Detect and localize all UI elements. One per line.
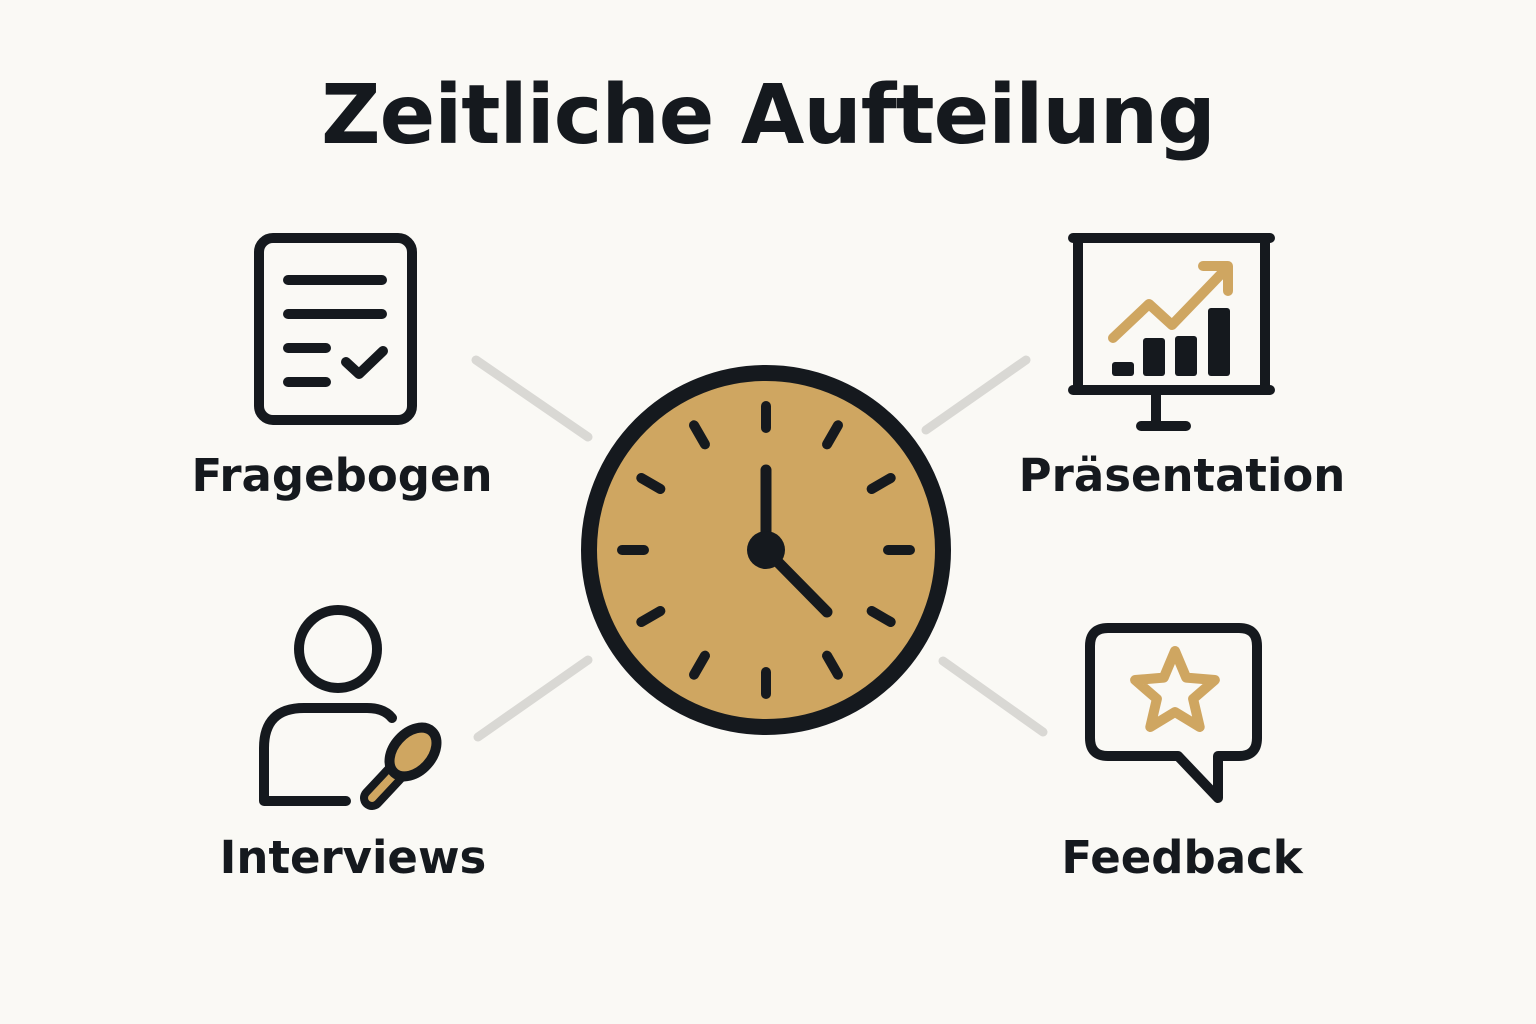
clock-tick	[866, 606, 896, 627]
connector-lines	[471, 355, 1048, 742]
clock-center-dot	[747, 531, 785, 569]
clock-ticks	[617, 401, 915, 699]
diagram-title: Zeitliche Aufteilung	[321, 68, 1216, 163]
clock-tick	[689, 650, 710, 680]
label-praesentation: Präsentation	[1018, 449, 1346, 502]
connector-fragebogen	[471, 355, 593, 442]
connector-interviews	[473, 655, 593, 742]
star-icon	[1130, 646, 1220, 732]
feedback-star-icon	[1085, 623, 1262, 803]
interview-microphone-icon	[259, 605, 442, 810]
connector-feedback	[938, 656, 1048, 737]
clock-tick	[866, 473, 896, 494]
questionnaire-icon	[254, 233, 417, 425]
clock-tick	[636, 606, 666, 627]
label-fragebogen: Fragebogen	[191, 449, 493, 502]
clock-icon	[581, 365, 951, 735]
clock-tick	[689, 420, 710, 450]
label-feedback: Feedback	[1061, 831, 1303, 884]
clock-tick	[822, 650, 843, 680]
presentation-chart-icon	[1068, 233, 1275, 431]
clock-tick	[636, 473, 666, 494]
clock-tick	[822, 420, 843, 450]
label-interviews: Interviews	[219, 831, 487, 884]
connector-praesentation	[921, 355, 1031, 435]
